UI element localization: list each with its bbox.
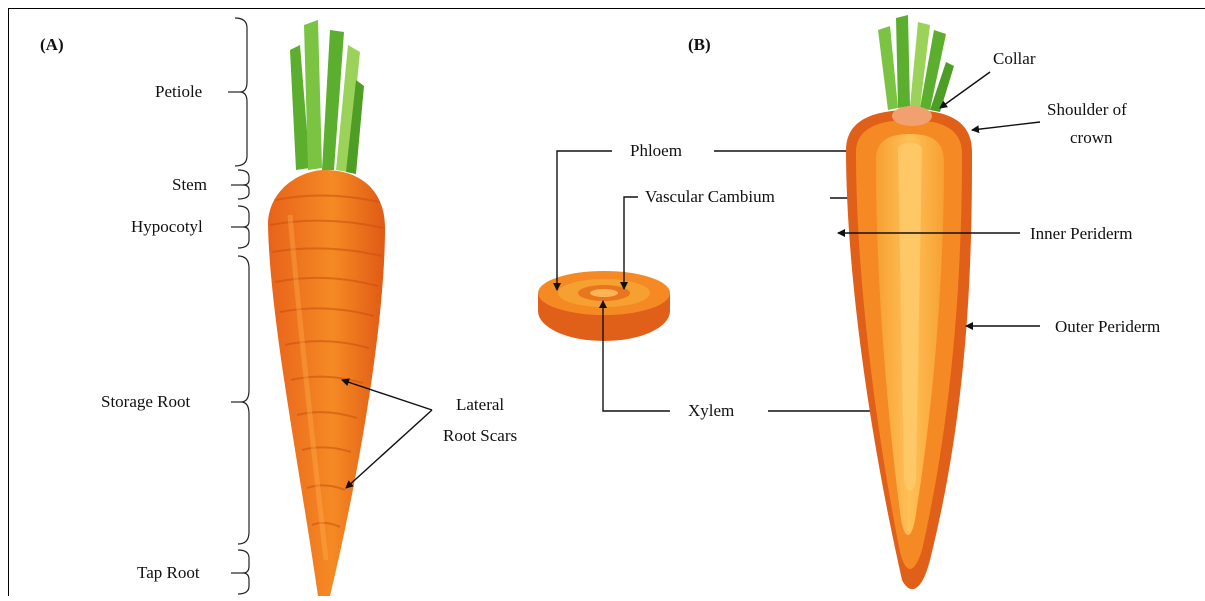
label-lateral: Lateral [456,395,504,414]
collar-shape [892,106,932,126]
label-xylem: Xylem [688,401,734,420]
label-hypocotyl: Hypocotyl [131,217,203,236]
carrot-whole-illustration [268,20,385,596]
label-inner-periderm: Inner Periderm [1030,224,1132,243]
frame-top-border [8,8,1205,9]
panel-b-label: (B) [688,35,711,54]
phloem-arrow-disc [557,151,612,290]
label-shoulder-of: Shoulder of [1047,100,1127,119]
carrot-cross-section [538,271,670,341]
section-leaves [878,15,954,112]
label-vascular-cambium: Vascular Cambium [645,187,775,206]
label-outer-periderm: Outer Periderm [1055,317,1160,336]
carrot-leaves [290,20,364,174]
carrot-longitudinal-section [846,15,972,589]
label-storage-root: Storage Root [101,392,191,411]
frame-left-border [8,8,9,596]
shoulder-arrow [972,122,1040,130]
carrot-body-a [268,170,385,596]
label-root-scars: Root Scars [443,426,517,445]
label-stem: Stem [172,175,207,194]
label-crown: crown [1070,128,1113,147]
label-petiole: Petiole [155,82,202,101]
label-collar: Collar [993,49,1036,68]
label-phloem: Phloem [630,141,682,160]
panel-a-label: (A) [40,35,64,54]
label-tap-root: Tap Root [137,563,200,582]
region-braces [228,18,249,594]
